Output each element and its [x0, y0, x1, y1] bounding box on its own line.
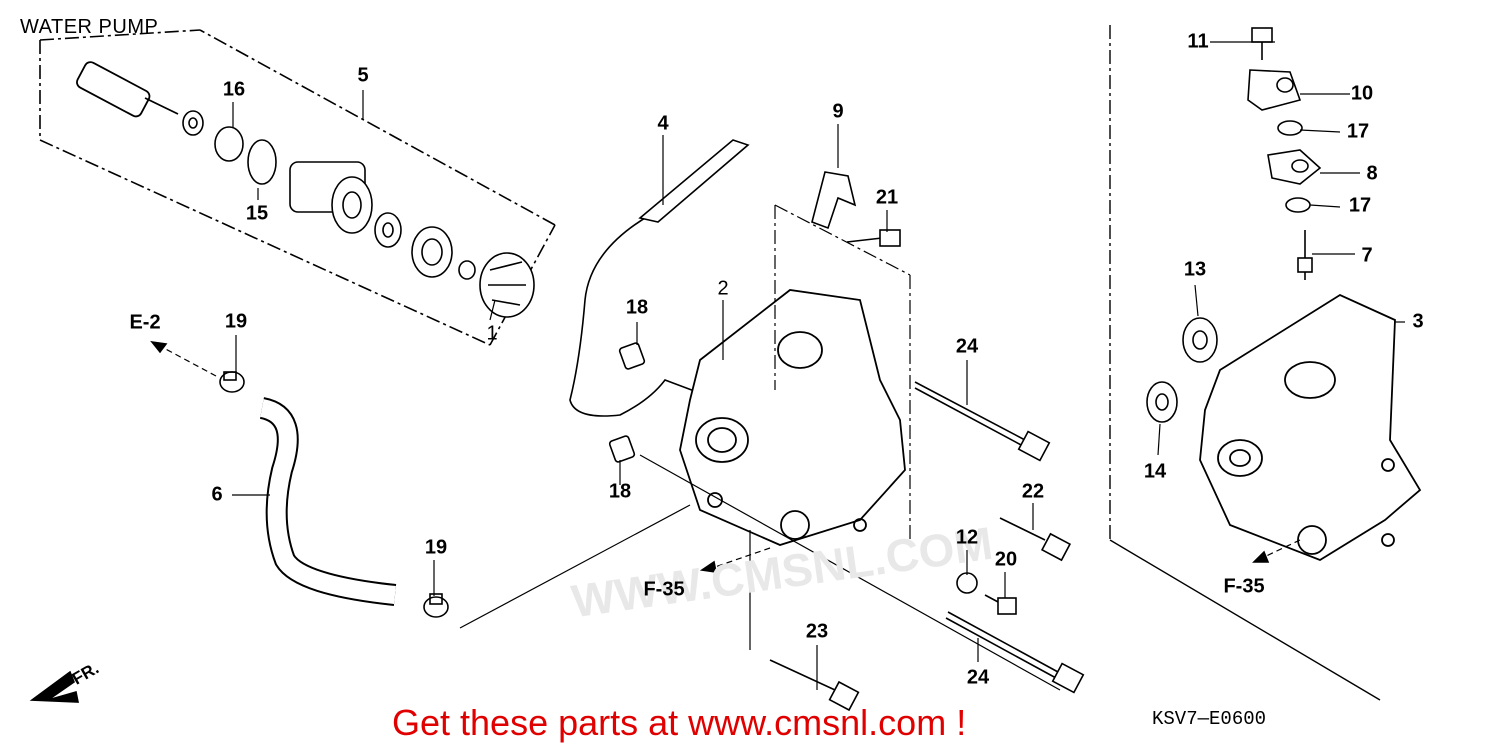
ref-arrow-f35-right	[1261, 539, 1301, 559]
bolt-part-20	[984, 594, 1017, 615]
callout-21: 21	[875, 186, 899, 209]
callout-5: 5	[357, 64, 369, 87]
ref-arrow-e2	[159, 345, 217, 377]
gear-shaft-part-7	[1297, 230, 1313, 280]
sensor-part-10	[1247, 69, 1302, 111]
oring-part-17-top	[1277, 120, 1303, 136]
bearing-part	[411, 226, 453, 278]
washer-part	[182, 110, 204, 136]
ref-label-f35-right: F-35	[1223, 575, 1265, 598]
callout-3: 3	[1412, 310, 1424, 333]
callout-7: 7	[1361, 244, 1373, 267]
callout-11: 11	[1187, 30, 1209, 53]
sensor-wire-part-4	[569, 214, 706, 417]
callout-22: 22	[1021, 480, 1045, 503]
hose-clamp-part-top	[219, 371, 245, 393]
callout-18-bottom: 18	[608, 480, 632, 503]
hose-clamp-part-bottom	[423, 593, 449, 618]
housing-part-3	[1199, 293, 1422, 562]
dowel-pin-part-top	[618, 342, 646, 370]
diagram-title: WATER PUMP	[20, 16, 159, 38]
ref-label-f35-left: F-35	[643, 578, 685, 601]
callout-17-bottom: 17	[1348, 194, 1372, 217]
dowel-pin-part-bottom	[608, 435, 636, 463]
oring-15-part	[247, 139, 277, 185]
callout-19-top: 19	[224, 310, 248, 333]
callout-4: 4	[657, 112, 669, 135]
oring-part-17-bottom	[1285, 197, 1311, 213]
callout-23: 23	[805, 620, 829, 643]
ref-label-e2: E-2	[129, 311, 161, 334]
washer-part-12	[956, 572, 978, 594]
impeller-part-1	[479, 252, 535, 318]
bearing-part-13	[1182, 317, 1218, 363]
housing-cover-part-2	[679, 289, 906, 546]
bolt-part-24-top	[914, 381, 1051, 462]
bearing-part-14	[1146, 381, 1178, 423]
bolt-part-11	[1251, 27, 1273, 60]
callout-2: 2	[717, 277, 729, 300]
callout-6: 6	[211, 483, 223, 506]
bolt-part-21	[846, 229, 901, 247]
callout-13: 13	[1183, 258, 1207, 281]
front-arrow-icon	[29, 670, 79, 703]
bracket-part-9	[811, 171, 857, 230]
diagram-code: KSV7—E0600	[1152, 708, 1267, 730]
callout-9: 9	[832, 100, 844, 123]
plate-part-8	[1267, 149, 1322, 185]
callout-10: 10	[1350, 82, 1374, 105]
bolt-part-24-bottom	[945, 611, 1085, 694]
callout-12: 12	[955, 526, 979, 549]
callout-24-bottom: 24	[966, 666, 990, 689]
mechanical-seal-part	[289, 161, 373, 234]
callout-1: 1	[486, 322, 498, 345]
callout-15: 15	[245, 202, 269, 225]
ref-arrow-f35-left	[711, 547, 771, 569]
oring-16-part	[214, 126, 244, 162]
callout-8: 8	[1366, 162, 1378, 185]
callout-24-top: 24	[955, 335, 979, 358]
bolt-part-23	[769, 659, 860, 712]
promo-text: Get these parts at www.cmsnl.com !	[392, 702, 967, 743]
pump-shaft-part	[76, 61, 179, 118]
callout-19-bottom: 19	[424, 536, 448, 559]
callout-16: 16	[222, 78, 246, 101]
callout-17-top: 17	[1346, 120, 1370, 143]
callout-20: 20	[994, 548, 1018, 571]
bolt-part-22	[999, 517, 1072, 562]
callout-18-top: 18	[625, 296, 649, 319]
seal-washer-part	[374, 212, 402, 248]
callout-14: 14	[1143, 460, 1167, 483]
